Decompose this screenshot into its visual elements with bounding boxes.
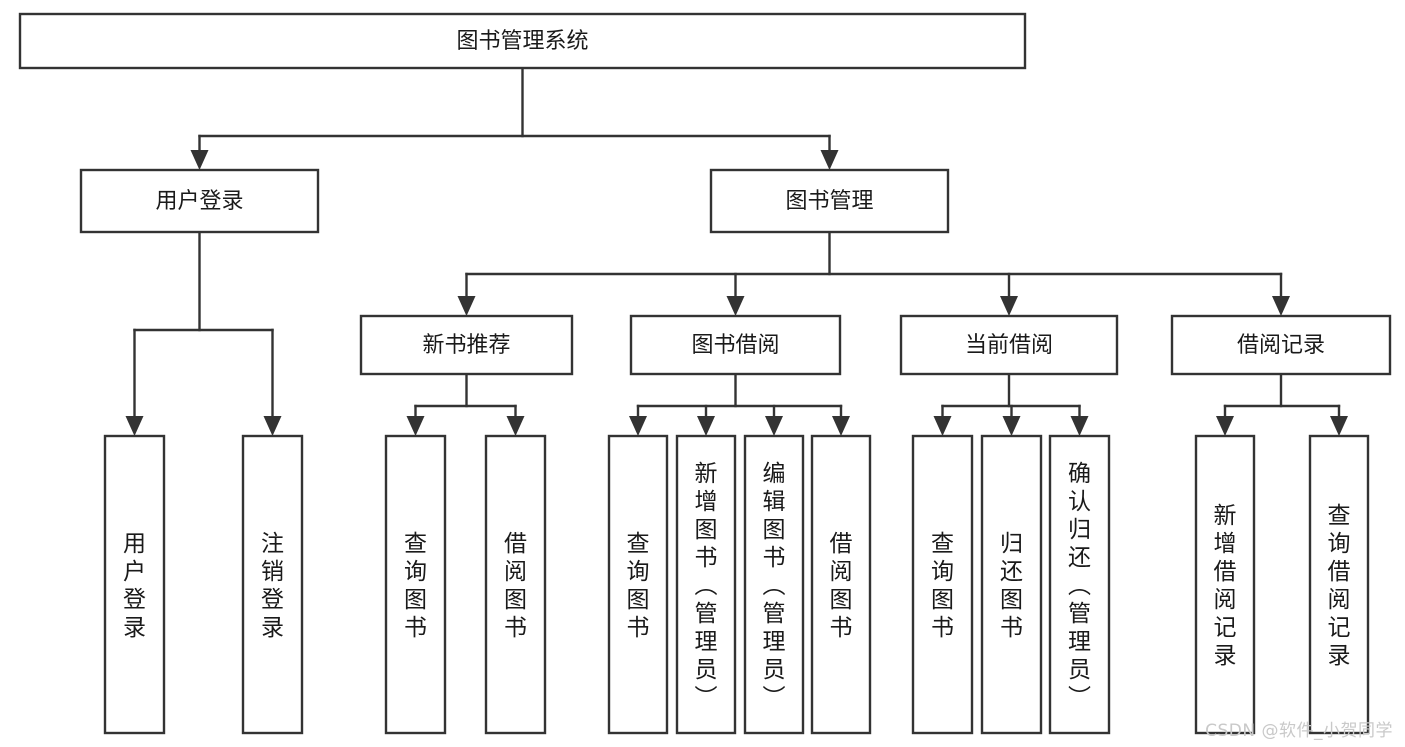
node-leaf-10-确认归还管理员-box[interactable]: [1048, 434, 1111, 735]
node-layer: 图书管理系统用户登录图书管理新书推荐图书借阅当前借阅借阅记录用户登录注销登录查询…: [18, 12, 1392, 735]
arrow-head-icon: [629, 416, 647, 436]
node-借阅记录-l2-box[interactable]: [1170, 314, 1392, 376]
arrow-head-icon: [933, 416, 952, 436]
arrow-head-icon: [1272, 296, 1290, 316]
node-用户登录-l1-label: 用户登录: [155, 189, 243, 214]
arrow-head-icon: [1002, 416, 1021, 436]
node-新书推荐-l2-label: 新书推荐: [422, 333, 510, 358]
arrow-head-icon: [697, 416, 715, 436]
node-当前借阅-l2-box[interactable]: [899, 314, 1119, 376]
arrow-head-icon: [1000, 296, 1018, 316]
node-leaf-7-借阅图书-box[interactable]: [810, 434, 872, 735]
arrow-head-icon: [506, 416, 525, 436]
arrow-head-icon: [125, 416, 144, 436]
connector-layer: [125, 66, 1348, 436]
node-leaf-3-借阅图书-label: 借阅图书: [504, 531, 527, 641]
node-新书推荐-l2-box[interactable]: [359, 314, 574, 376]
node-leaf-0-用户登录-box[interactable]: [103, 434, 166, 735]
node-leaf-4-查询图书-label: 查询图书: [627, 531, 650, 641]
arrow-head-icon: [1216, 416, 1234, 436]
node-leaf-1-注销登录-box[interactable]: [241, 434, 304, 735]
arrow-head-icon: [726, 296, 745, 316]
node-leaf-8-查询图书-label: 查询图书: [931, 531, 954, 641]
arrow-head-icon: [406, 416, 425, 436]
node-图书管理系统-root-label: 图书管理系统: [456, 29, 588, 54]
node-leaf-9-归还图书-label: 归还图书: [1000, 531, 1023, 641]
node-leaf-7-借阅图书-label: 借阅图书: [830, 531, 853, 641]
node-leaf-9-归还图书-box[interactable]: [980, 434, 1043, 735]
node-图书借阅-l2-label: 图书借阅: [691, 333, 779, 358]
node-leaf-12-查询借阅记录-box[interactable]: [1308, 434, 1370, 735]
node-图书管理-l1-label: 图书管理: [785, 189, 873, 214]
node-leaf-4-查询图书-box[interactable]: [607, 434, 669, 735]
node-借阅记录-l2-label: 借阅记录: [1237, 333, 1325, 358]
node-leaf-5-新增图书管理员-box[interactable]: [675, 434, 737, 735]
node-leaf-2-查询图书-box[interactable]: [384, 434, 447, 735]
node-leaf-0-用户登录-label: 用户登录: [123, 531, 146, 641]
node-leaf-2-查询图书-label: 查询图书: [404, 531, 427, 641]
node-leaf-5-新增图书管理员-label: 新增图书︵管理员︶: [695, 461, 718, 711]
node-leaf-1-注销登录-label: 注销登录: [261, 531, 284, 641]
node-leaf-8-查询图书-box[interactable]: [911, 434, 974, 735]
node-leaf-11-新增借阅记录-box[interactable]: [1194, 434, 1256, 735]
arrow-head-icon: [820, 150, 839, 170]
arrow-head-icon: [765, 416, 783, 436]
node-当前借阅-l2-label: 当前借阅: [965, 333, 1053, 358]
node-leaf-12-查询借阅记录-label: 查询借阅记录: [1328, 503, 1351, 669]
node-图书管理-l1-box[interactable]: [709, 168, 950, 234]
node-leaf-10-确认归还管理员-label: 确认归还︵管理员︶: [1068, 461, 1091, 711]
node-leaf-11-新增借阅记录-label: 新增借阅记录: [1214, 503, 1237, 669]
node-leaf-3-借阅图书-box[interactable]: [484, 434, 547, 735]
node-用户登录-l1-box[interactable]: [79, 168, 320, 234]
arrow-head-icon: [832, 416, 850, 436]
arrow-head-icon: [263, 416, 282, 436]
node-leaf-6-编辑图书管理员-box[interactable]: [743, 434, 805, 735]
node-图书借阅-l2-box[interactable]: [629, 314, 842, 376]
arrow-head-icon: [1330, 416, 1348, 436]
arrow-head-icon: [457, 296, 476, 316]
node-leaf-6-编辑图书管理员-label: 编辑图书︵管理员︶: [763, 461, 786, 711]
arrow-head-icon: [1070, 416, 1089, 436]
node-图书管理系统-root-box[interactable]: [18, 12, 1027, 70]
arrow-head-icon: [190, 150, 209, 170]
